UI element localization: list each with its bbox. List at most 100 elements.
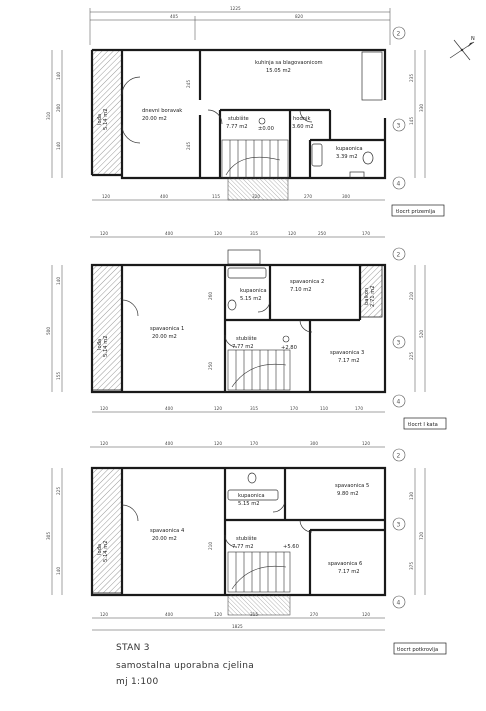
dim-label: 315 — [250, 612, 258, 617]
north-arrow-icon: N — [449, 36, 475, 61]
axis-label: 4 — [397, 181, 401, 188]
dim-label: 305 — [46, 532, 51, 540]
dim-label: 120 — [100, 441, 108, 446]
dim-label: 520 — [419, 330, 424, 338]
dim-label: 375 — [409, 562, 414, 570]
room-label: spavaonica 4 — [150, 528, 185, 534]
dim-label: 500 — [46, 327, 51, 335]
level-value: +2.80 — [281, 345, 297, 351]
staircase — [221, 139, 289, 179]
dim-label: 120 — [288, 231, 296, 236]
plan-attic-floor: 120 400 120 170 300 120 2 lođa 5.14 m2 — [46, 441, 447, 655]
room-label: kuhinja sa blagovaonicom — [255, 60, 323, 66]
dim-label: 145 — [409, 117, 414, 125]
room-area: 7.17 m2 — [338, 358, 360, 364]
room-area: 20.00 m2 — [142, 116, 167, 122]
dim-label: 1225 — [230, 6, 241, 11]
dim-label: 820 — [295, 14, 303, 19]
room-area: 7.17 m2 — [338, 569, 360, 575]
dim-label: 300 — [310, 441, 318, 446]
room-label: spavaonica 5 — [335, 483, 369, 489]
axis-label: 3 — [397, 522, 401, 529]
room-label: stubište — [228, 115, 249, 122]
door-swing — [207, 109, 223, 125]
bathtub-icon — [227, 489, 279, 501]
room-area: 9.80 m2 — [337, 491, 359, 497]
dim-label: 120 — [100, 231, 108, 236]
level-marker-icon — [282, 335, 290, 343]
room-area: 2.71 m2 — [370, 285, 376, 307]
compass-label: N — [471, 36, 475, 42]
room-area: 7.77 m2 — [232, 544, 254, 550]
room-label: stubište — [236, 335, 257, 342]
dim-label: 260 — [208, 292, 213, 300]
dim-label: 400 — [160, 194, 168, 199]
floor-title-box — [403, 417, 447, 430]
room-area: 5.14 m2 — [103, 540, 109, 562]
dim-label: 155 — [56, 372, 61, 380]
dim-label: 120 — [100, 612, 108, 617]
level-value: +5.60 — [283, 544, 299, 550]
sink-icon — [349, 171, 365, 179]
dim-label: 400 — [165, 231, 173, 236]
dim-label: 120 — [362, 612, 370, 617]
room-area: 5.15 m2 — [240, 296, 262, 302]
dim-label: 245 — [186, 142, 191, 150]
dim-label: 210 — [208, 542, 213, 550]
floor-title: tlocrt potkrovlja — [397, 647, 438, 653]
dim-label: 170 — [355, 406, 363, 411]
room-label: lođa — [97, 114, 103, 125]
plan-ground-floor: 405 1225 820 2 lođa 5.14 m2 — [46, 6, 445, 217]
axis-label: 3 — [397, 123, 401, 130]
room-area: 7.77 m2 — [232, 344, 254, 350]
window-hatch — [227, 249, 261, 265]
floor-title-box — [393, 642, 447, 655]
dim-label: 210 — [409, 292, 414, 300]
dim-label: 140 — [56, 567, 61, 575]
dim-label: 235 — [409, 74, 414, 82]
dim-label: 405 — [170, 14, 178, 19]
toilet-icon — [362, 151, 374, 165]
dim-label: 320 — [252, 194, 260, 199]
dim-label: 140 — [56, 277, 61, 285]
dim-label: 315 — [250, 406, 258, 411]
room-area: 3.39 m2 — [336, 154, 358, 160]
dim-label: 140 — [56, 72, 61, 80]
room-label: kupaonica — [240, 288, 267, 294]
door-swing — [121, 124, 141, 144]
dim-label: 170 — [362, 231, 370, 236]
dim-label: 140 — [56, 142, 61, 150]
dim-label: 120 — [100, 406, 108, 411]
dim-label: 400 — [165, 441, 173, 446]
door-swing — [121, 76, 141, 96]
dim-label: 170 — [250, 441, 258, 446]
dim-label: 170 — [290, 406, 298, 411]
dim-label: 400 — [165, 406, 173, 411]
title-line-1: STAN 3 — [116, 643, 150, 653]
level-value: ±0.00 — [258, 126, 274, 132]
room-label: spavaonica 1 — [150, 326, 184, 332]
dim-label: 120 — [214, 612, 222, 617]
dim-label: 1825 — [232, 624, 243, 629]
axis-label: 2 — [397, 31, 401, 38]
dim-label: 130 — [409, 492, 414, 500]
staircase — [227, 349, 291, 391]
room-area: 5.15 m2 — [238, 501, 260, 507]
room-label: dnevni boravak — [142, 108, 182, 114]
axis-label: 3 — [397, 340, 401, 347]
dim-label: 115 — [212, 194, 220, 199]
staircase — [227, 551, 291, 593]
dim-label: 270 — [310, 612, 318, 617]
room-area: 7.10 m2 — [290, 287, 312, 293]
dim-label: 120 — [214, 231, 222, 236]
room-label: stubište — [236, 535, 257, 542]
room-area: 7.77 m2 — [226, 124, 248, 130]
room-label: lođa — [97, 339, 103, 350]
room-area: 20.00 m2 — [152, 334, 177, 340]
room-label: kupaonica — [238, 493, 265, 499]
bathtub-icon — [227, 267, 267, 279]
dim-label: 200 — [56, 104, 61, 112]
title-block: STAN 3 samostalna uporabna cjelina mj 1:… — [116, 643, 254, 687]
room-area: 5.14 m2 — [103, 335, 109, 357]
room-label: kupaonica — [336, 146, 363, 152]
